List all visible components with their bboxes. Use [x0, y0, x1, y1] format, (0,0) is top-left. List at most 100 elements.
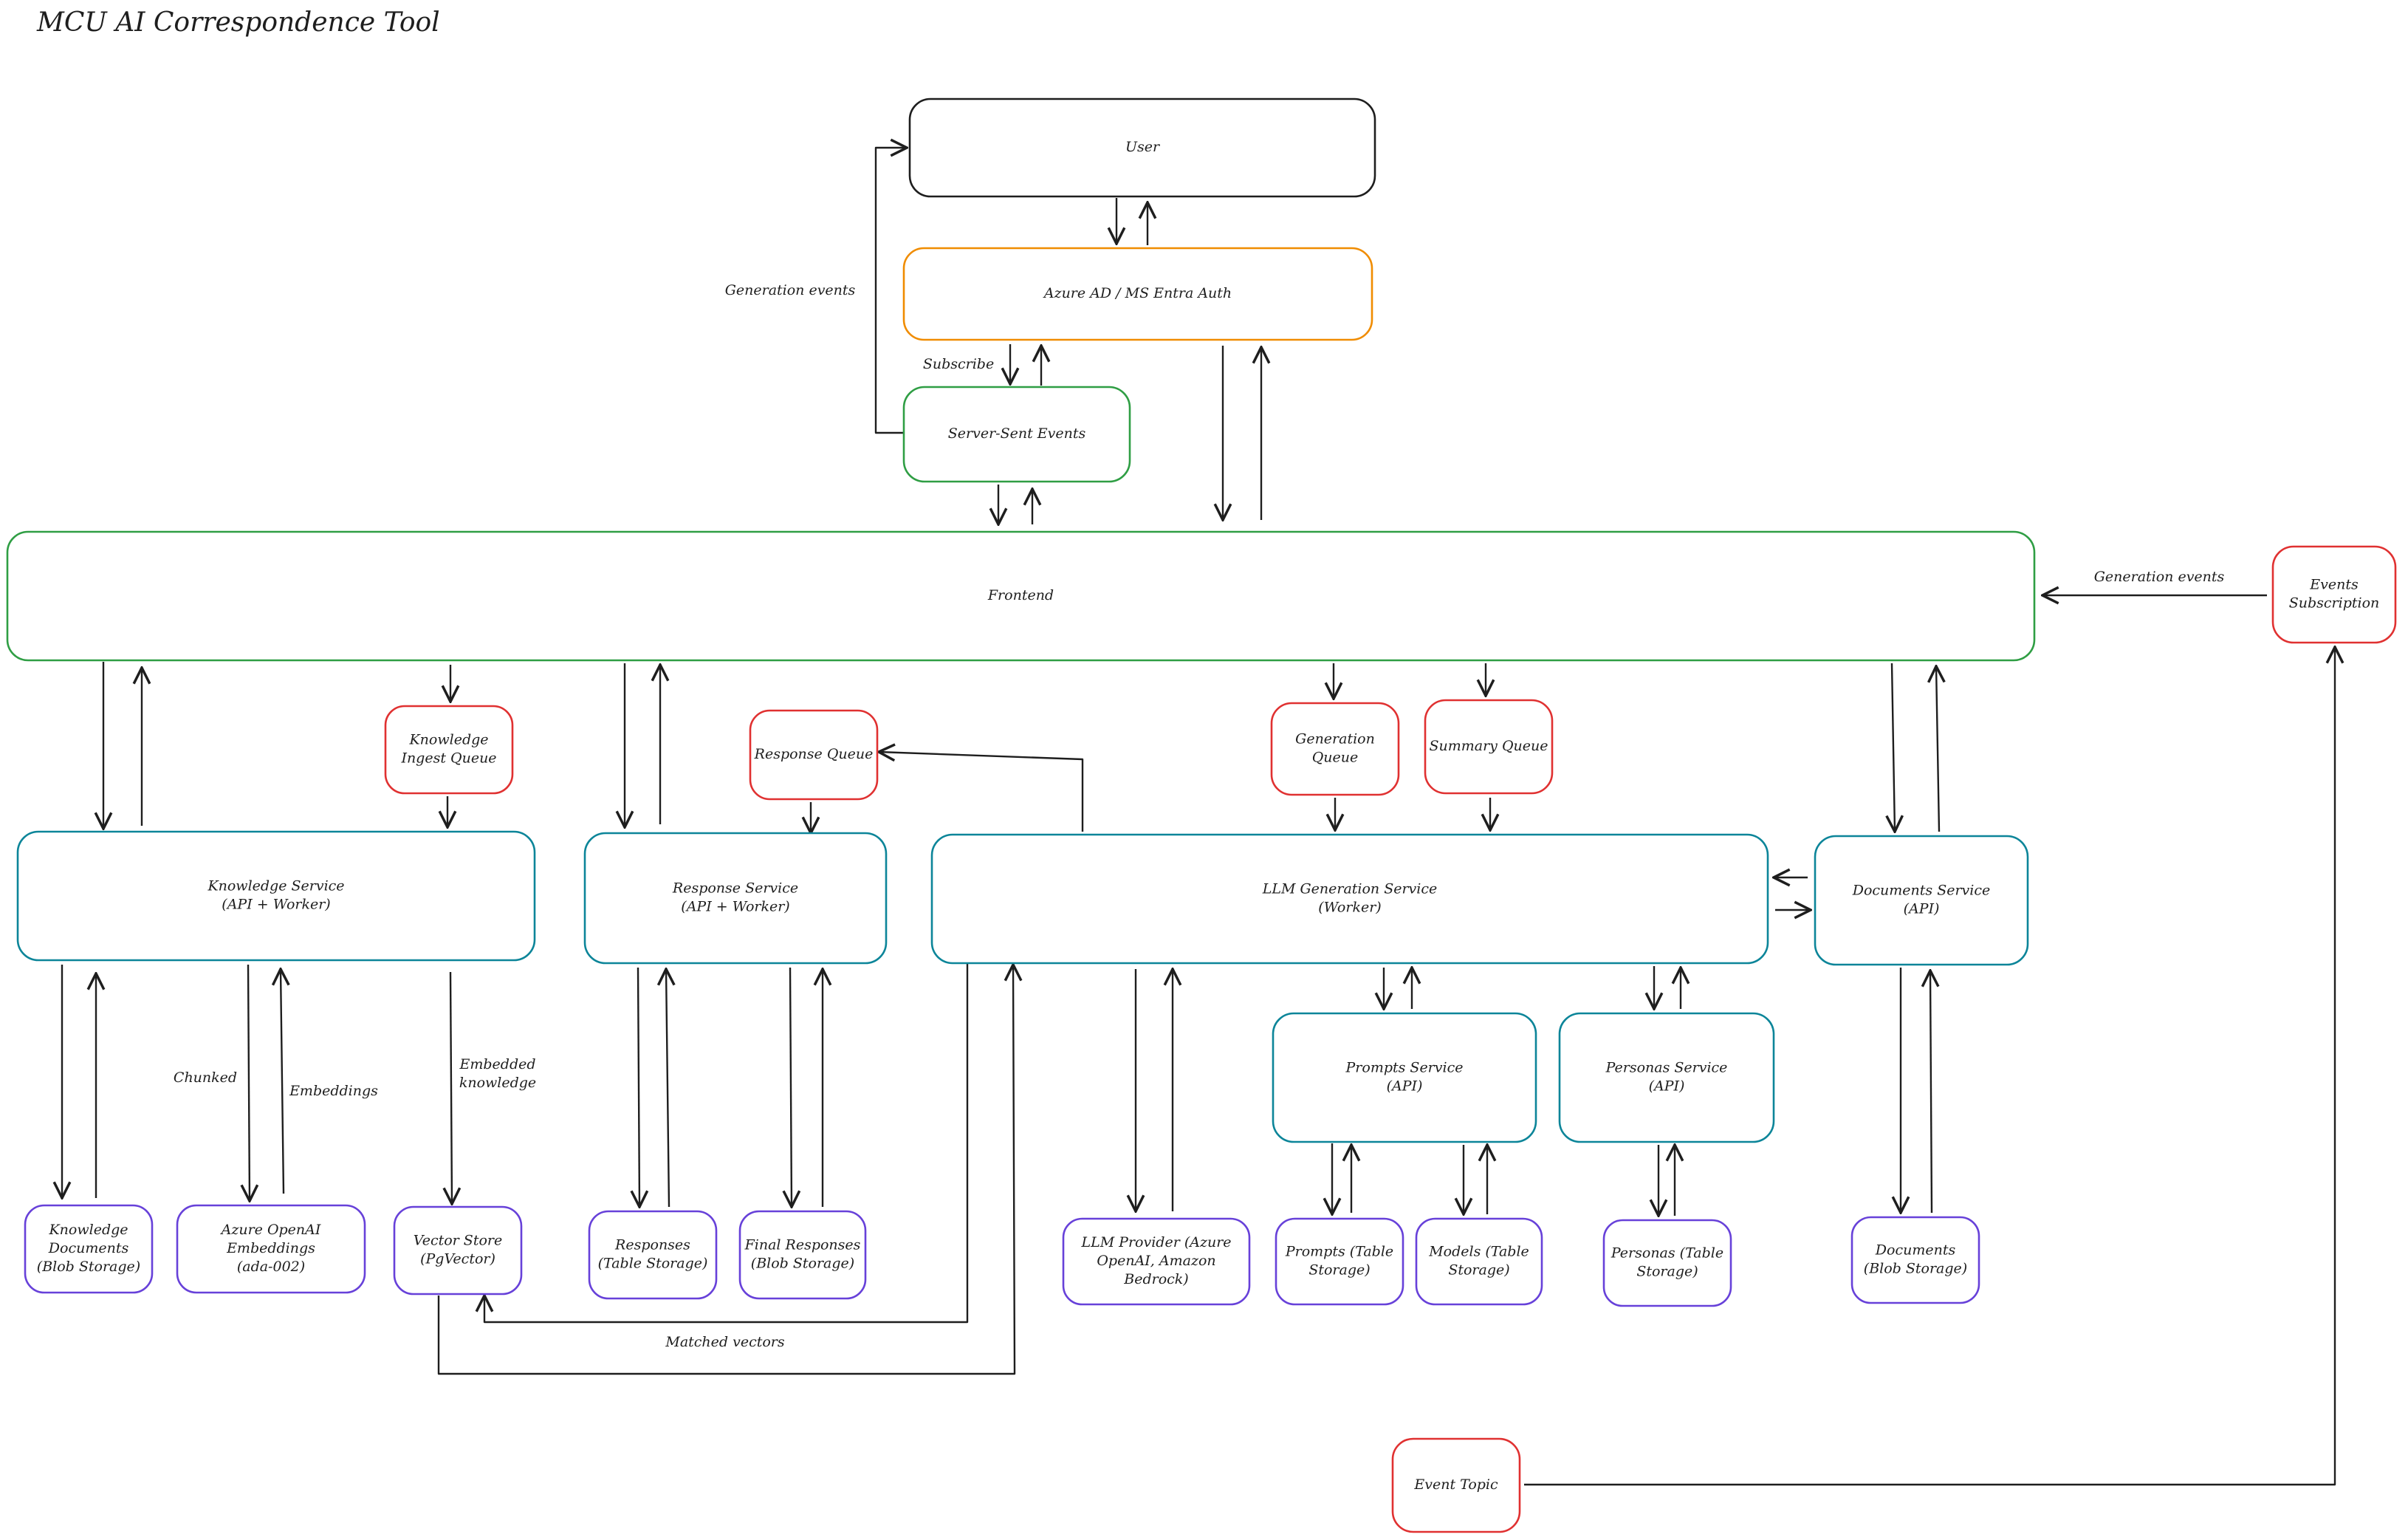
- edge-label-line: Generation events: [725, 282, 856, 298]
- node-box: [1275, 1217, 1404, 1306]
- node-label-line: (Blob Storage): [1864, 1261, 1967, 1277]
- node-label-line: Prompts (Table: [1285, 1244, 1393, 1260]
- node-box: [1602, 1219, 1732, 1307]
- edge-label-line: Matched vectors: [665, 1334, 785, 1350]
- arrow: [248, 964, 250, 1201]
- node-box: [749, 709, 879, 801]
- node-label-line: LLM Generation Service: [1262, 881, 1438, 897]
- node-label-line: Prompts Service: [1345, 1060, 1464, 1076]
- arrow: [879, 752, 1084, 832]
- node-box: [1814, 835, 2029, 966]
- node-label-line: (Blob Storage): [751, 1256, 854, 1272]
- node-box: [24, 1204, 154, 1294]
- node-label-line: Responses: [614, 1237, 690, 1253]
- node-box: [738, 1210, 867, 1300]
- node-label-line: (Table Storage): [598, 1256, 708, 1272]
- node-box: [588, 1210, 718, 1300]
- node-knowledge-service: Knowledge Service (API + Worker): [16, 830, 536, 962]
- node-documents-service: Documents Service(API): [1814, 835, 2029, 966]
- edge-label-line: Chunked: [174, 1070, 237, 1086]
- node-box: [902, 247, 1373, 341]
- node-box: [1558, 1012, 1775, 1143]
- label-matched-vectors: Matched vectors: [665, 1334, 785, 1350]
- node-box: [1270, 702, 1400, 796]
- node-label-line: Bedrock): [1123, 1271, 1188, 1287]
- node-label-line: LLM Provider (Azure: [1080, 1234, 1231, 1250]
- node-prompts-service: Prompts Service(API): [1272, 1012, 1537, 1143]
- arrow: [666, 969, 669, 1208]
- node-label-line: Frontend: [987, 587, 1054, 603]
- node-box: [6, 530, 2036, 662]
- node-box: [1415, 1217, 1543, 1306]
- edge-label-line: Subscribe: [923, 356, 994, 372]
- node-label-line: Embeddings: [226, 1240, 315, 1256]
- arrow: [638, 967, 639, 1207]
- node-personas-service: Personas Service (API): [1558, 1012, 1775, 1143]
- node-label-line: Events: [2309, 577, 2359, 593]
- node-label-line: Event Topic: [1413, 1476, 1498, 1493]
- node-label-line: Knowledge Service: [207, 878, 344, 894]
- node-event-topic: Event Topic: [1391, 1437, 1521, 1533]
- node-box: [1391, 1437, 1521, 1533]
- node-summary-queue: Summary Queue: [1424, 699, 1554, 795]
- arrow: [1892, 663, 1895, 832]
- arrow: [1936, 666, 1939, 832]
- node-label-line: Documents: [48, 1240, 129, 1256]
- node-box: [384, 705, 514, 795]
- node-box: [583, 832, 888, 965]
- node-box: [16, 830, 536, 962]
- node-llm-generation-service: LLM Generation Service(Worker): [930, 833, 1769, 965]
- node-response-service: Response Service(API + Worker): [583, 832, 888, 965]
- node-box: [1062, 1217, 1251, 1306]
- node-box: [176, 1204, 366, 1294]
- label-embedded-knowledge: Embedded knowledge: [459, 1056, 536, 1091]
- node-label-line: Storage): [1448, 1262, 1509, 1279]
- node-responses-storage: Responses (Table Storage): [588, 1210, 718, 1300]
- node-box: [902, 386, 1131, 483]
- edge-label-line: Embeddings: [289, 1083, 378, 1099]
- node-label-line: User: [1125, 139, 1161, 155]
- edge-label-line: Generation events: [2094, 569, 2225, 585]
- node-label-line: Knowledge: [408, 732, 488, 748]
- node-documents-storage: Documents(Blob Storage): [1850, 1216, 1980, 1304]
- node-final-responses-storage: Final Responses(Blob Storage): [738, 1210, 867, 1300]
- node-label-line: Subscription: [2289, 595, 2380, 612]
- node-label-line: Generation: [1295, 731, 1375, 747]
- node-box: [930, 833, 1769, 965]
- label-generation-events-right: Generation events: [2094, 569, 2225, 585]
- node-label-line: (API): [1649, 1078, 1685, 1095]
- label-subscribe: Subscribe: [923, 356, 994, 372]
- node-label-line: (API): [1904, 901, 1940, 917]
- node-label-line: Personas Service: [1605, 1060, 1728, 1076]
- node-label-line: (ada-002): [237, 1259, 305, 1275]
- node-label-line: Vector Store: [414, 1233, 502, 1249]
- node-label-line: Storage): [1308, 1262, 1370, 1279]
- node-label-line: (PgVector): [420, 1251, 495, 1267]
- node-box: [1850, 1216, 1980, 1304]
- edge-label-line: knowledge: [459, 1075, 536, 1091]
- node-box: [393, 1205, 523, 1296]
- arrow: [281, 969, 284, 1194]
- node-label-line: (API + Worker): [681, 899, 789, 915]
- node-label-line: Queue: [1312, 750, 1359, 766]
- node-label-line: Response Queue: [754, 746, 874, 762]
- node-label-line: Server-Sent Events: [948, 425, 1086, 442]
- arrow: [1930, 971, 1932, 1214]
- node-label-line: (API + Worker): [222, 897, 330, 913]
- node-label-line: Personas (Table: [1611, 1245, 1723, 1262]
- node-box: [1272, 1012, 1537, 1143]
- arrow: [484, 963, 969, 1324]
- edge-label-line: Embedded: [459, 1056, 535, 1072]
- arrow: [874, 148, 907, 434]
- node-label-line: Ingest Queue: [400, 750, 496, 767]
- arrow: [790, 967, 792, 1207]
